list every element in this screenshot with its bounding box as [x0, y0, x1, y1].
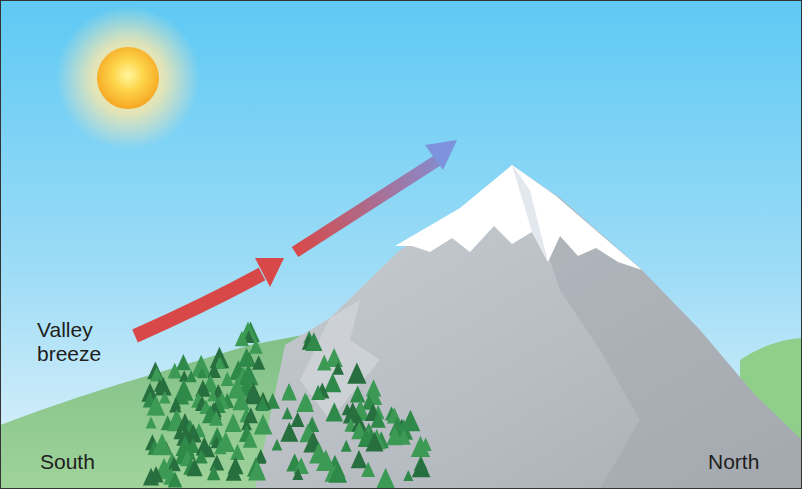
tree: [294, 457, 309, 474]
tree: [281, 383, 296, 400]
tree: [159, 391, 171, 404]
tree: [168, 363, 182, 379]
tree: [226, 463, 242, 481]
text-label: Valley breeze: [37, 318, 127, 366]
tree: [412, 457, 431, 477]
tree: [324, 373, 342, 392]
tree: [152, 433, 172, 455]
tree: [272, 439, 283, 451]
tree: [311, 385, 325, 400]
tree: [232, 391, 250, 410]
tree: [207, 363, 221, 378]
tree: [350, 385, 366, 402]
tree: [280, 422, 298, 442]
tree: [221, 372, 234, 387]
tree: [249, 339, 263, 354]
tree: [365, 432, 383, 452]
tree: [210, 347, 229, 368]
tree: [386, 427, 403, 446]
tree: [186, 370, 197, 382]
tree: [282, 407, 293, 419]
tree: [305, 332, 322, 351]
tree: [168, 471, 183, 487]
tree: [214, 356, 226, 369]
tree: [387, 407, 402, 423]
tree: [227, 377, 246, 398]
tree: [150, 367, 164, 382]
tree: [292, 468, 303, 480]
sun: [97, 47, 159, 109]
tree: [328, 462, 347, 483]
tree: [238, 348, 255, 367]
breeze-arrowhead-upper: [425, 140, 457, 170]
tree: [225, 413, 242, 432]
tree: [209, 410, 223, 425]
tree: [332, 362, 344, 375]
tree: [147, 395, 165, 415]
tree: [195, 449, 208, 463]
tree: [176, 354, 191, 370]
tree: [411, 436, 430, 457]
forest: [141, 321, 431, 488]
tree: [230, 444, 245, 460]
sun-glow: [56, 6, 200, 150]
tree: [235, 331, 249, 347]
snow-shade: [512, 165, 548, 262]
tree: [317, 355, 331, 371]
text-label: North: [708, 450, 798, 474]
breeze-arrow-upper: [295, 160, 438, 252]
tree: [187, 459, 203, 477]
tree: [209, 454, 224, 470]
mountain: [255, 165, 802, 489]
tree: [207, 465, 221, 480]
tree: [316, 450, 335, 471]
tree: [143, 468, 159, 486]
breeze-arrowhead-lower: [255, 258, 284, 287]
tree: [146, 416, 157, 428]
snow-cap: [395, 165, 642, 270]
tree: [248, 461, 266, 481]
mountain-ridge: [300, 300, 380, 420]
tree: [370, 411, 385, 428]
tree: [243, 432, 258, 448]
tree: [326, 402, 344, 421]
breeze-arrow-lower: [135, 274, 262, 336]
text-label: South: [40, 450, 140, 474]
tree: [291, 412, 305, 427]
tree: [296, 393, 314, 412]
tree: [252, 355, 265, 369]
tree: [347, 362, 366, 383]
tree: [403, 470, 413, 481]
tree: [204, 445, 215, 457]
tree: [351, 450, 368, 468]
tree: [155, 377, 172, 395]
tree: [256, 396, 269, 411]
tree: [169, 399, 181, 413]
tree: [361, 462, 375, 477]
tree: [376, 468, 394, 488]
tree: [197, 367, 207, 378]
tree: [254, 414, 273, 435]
tree: [341, 440, 352, 452]
tree: [214, 440, 227, 454]
tree: [167, 456, 180, 471]
